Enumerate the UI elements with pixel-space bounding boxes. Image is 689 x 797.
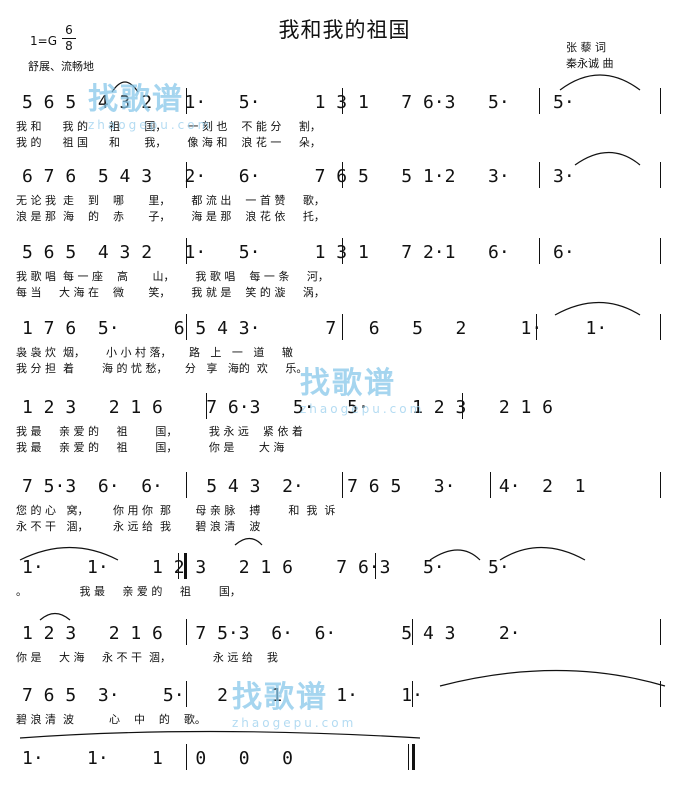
song-title: 我和我的祖国 xyxy=(278,18,411,42)
notes: 5 6 5 4 3 2 1· 5· 1 3 1 7 6·3 5· 5· xyxy=(22,92,575,113)
barline xyxy=(660,472,661,498)
slur xyxy=(429,549,481,561)
barline xyxy=(186,472,187,498)
barline xyxy=(186,88,187,114)
lyric-verse-2: 永 不 干 涸， 永 远 给 我 碧 浪 清 波 xyxy=(16,520,261,533)
tie xyxy=(559,74,641,91)
meter-divider xyxy=(62,38,76,39)
barline xyxy=(660,314,661,340)
notes: 7 5·3 6· 6· 5 4 3 2· 7 6 5 3· 4· 2 1 xyxy=(22,476,586,497)
barline xyxy=(342,314,343,340)
tie xyxy=(574,152,641,166)
lyric-verse-2: 每 当 大 海 在 微 笑， 我 就 是 笑 的 漩 涡， xyxy=(16,286,325,299)
barline xyxy=(186,314,187,340)
tempo-marking: 舒展、流畅地 xyxy=(28,60,94,73)
barline xyxy=(206,393,207,419)
barline xyxy=(660,162,661,188)
barline xyxy=(186,162,187,188)
slur xyxy=(39,612,71,621)
barline xyxy=(342,88,343,114)
lyric-verse-1: 。 我 最 亲 爱 的 祖 国， xyxy=(16,585,241,598)
repeat-barline xyxy=(178,553,179,579)
barline xyxy=(342,472,343,498)
repeat-barline-thick xyxy=(184,553,187,579)
final-barline-thick xyxy=(412,744,415,770)
lyric-verse-1: 我 歌 唱 每 一 座 高 山， 我 歌 唱 每 一 条 河， xyxy=(16,270,329,283)
lyric-verse-1: 你 是 大 海 永 不 干 涸， 永 远 给 我 xyxy=(16,651,278,664)
barline xyxy=(186,619,187,645)
barline xyxy=(660,619,661,645)
notes: 1 7 6 5· 6 5 4 3· 7 6 5 2 1· 1· xyxy=(22,318,608,339)
notes: 1 2 3 2 1 6 7 6·3 5· 5· 1 2 3 2 1 6 xyxy=(22,397,554,418)
notes: 1· 1· 1 2 3 2 1 6 7 6·3 5· 5· xyxy=(22,557,510,578)
slur xyxy=(234,537,263,546)
lyric-verse-1: 我 最 亲 爱 的 祖 国， 我 永 远 紧 依 着 xyxy=(16,425,303,438)
lyric-verse-1: 碧 浪 清 波 心 中 的 歌。 xyxy=(16,713,206,726)
tie xyxy=(554,301,641,316)
barline xyxy=(539,238,540,264)
composer: 秦永诚 曲 xyxy=(566,57,614,70)
barline xyxy=(186,744,187,770)
barline xyxy=(186,238,187,264)
lyric-verse-2: 我 最 亲 爱 的 祖 国， 你 是 大 海 xyxy=(16,441,285,454)
final-barline xyxy=(408,744,409,770)
lyric-verse-1: 袅 袅 炊 烟， 小 小 村 落， 路 上 一 道 辙 xyxy=(16,346,293,359)
barline xyxy=(660,681,661,707)
barline xyxy=(375,553,376,579)
lyric-verse-1: 无 论 我 走 到 哪 里， 都 流 出 一 首 赞 歌， xyxy=(16,194,325,207)
barline xyxy=(539,162,540,188)
barline xyxy=(342,238,343,264)
lyricist: 张 藜 词 xyxy=(566,41,606,54)
lyric-verse-2: 我 的 祖 国 和 我， 像 海 和 浪 花 一 朵， xyxy=(16,136,321,149)
key-signature: 1=G xyxy=(30,34,57,48)
tie xyxy=(499,546,586,561)
barline xyxy=(660,238,661,264)
barline xyxy=(412,681,413,707)
barline xyxy=(660,88,661,114)
lyric-verse-1: 我 和 我 的 祖 国， 一 刻 也 不 能 分 割， xyxy=(16,120,321,133)
meter-bottom: 8 xyxy=(65,39,73,53)
slur xyxy=(111,81,139,93)
barline xyxy=(412,619,413,645)
meter-top: 6 xyxy=(65,23,73,37)
lyric-verse-1: 您 的 心 窝， 你 用 你 那 母 亲 脉 搏 和 我 诉 xyxy=(16,504,336,517)
barline xyxy=(186,681,187,707)
notes: 1· 1· 1 0 0 0 xyxy=(22,748,293,769)
barline xyxy=(342,162,343,188)
barline xyxy=(539,88,540,114)
barline xyxy=(462,393,463,419)
barline xyxy=(536,314,537,340)
time-signature: 6 8 xyxy=(62,24,76,53)
tie xyxy=(439,669,666,687)
notes: 5 6 5 4 3 2 1· 5· 1 3 1 7 2·1 6· 6· xyxy=(22,242,575,263)
credits: 张 藜 词 秦永诚 曲 xyxy=(566,40,614,72)
tie xyxy=(19,547,119,561)
lyric-verse-2: 我 分 担 着 海 的 忧 愁， 分 享 海的 欢 乐。 xyxy=(16,362,308,375)
tie xyxy=(19,730,421,739)
barline xyxy=(490,472,491,498)
notes: 6 7 6 5 4 3 2· 6· 7 6 5 5 1·2 3· 3· xyxy=(22,166,575,187)
lyric-verse-2: 浪 是 那 海 的 赤 子， 海 是 那 浪 花 依 托， xyxy=(16,210,325,223)
notes: 1 2 3 2 1 6 7 5·3 6· 6· 5 4 3 2· xyxy=(22,623,521,644)
